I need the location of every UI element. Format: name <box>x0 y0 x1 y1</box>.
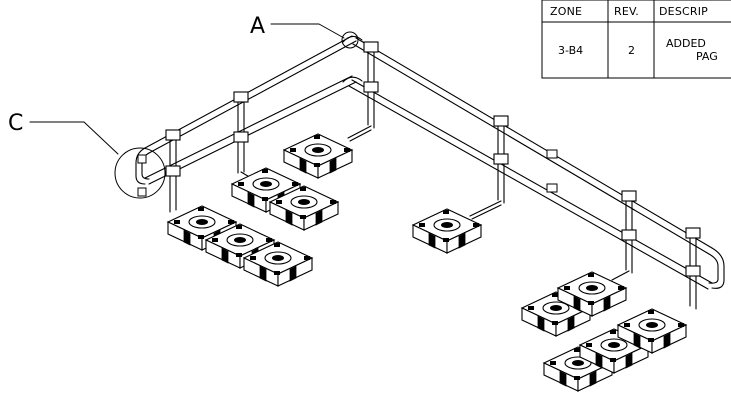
callout-a-label: A <box>250 14 265 39</box>
rev-description-line2: PAG <box>696 50 718 63</box>
ballast-bases <box>166 133 688 392</box>
callout-a: A <box>250 14 359 49</box>
rev-header-zone: ZONE <box>550 5 582 18</box>
callout-c-label: C <box>8 111 23 136</box>
ballast-base-block <box>282 133 354 179</box>
ballast-base-block <box>411 208 483 254</box>
ballast-base-block <box>556 271 628 317</box>
guardrail-frame <box>135 35 725 310</box>
callout-c: C <box>8 111 166 199</box>
revision-table: ZONE REV. DESCRIP 3-B4 2 ADDED PAG <box>541 0 731 79</box>
ballast-base-block <box>242 241 314 287</box>
ballast-base-block <box>166 205 238 251</box>
rev-zone-value: 3-B4 <box>558 44 583 57</box>
ballast-base-block <box>268 185 340 231</box>
ballast-base-block <box>616 308 688 354</box>
rev-header-rev: REV. <box>614 5 639 18</box>
rev-number-value: 2 <box>628 44 635 57</box>
rail-clamps <box>137 41 701 277</box>
rev-header-description: DESCRIP <box>659 5 708 18</box>
rev-description-line1: ADDED <box>666 37 706 50</box>
